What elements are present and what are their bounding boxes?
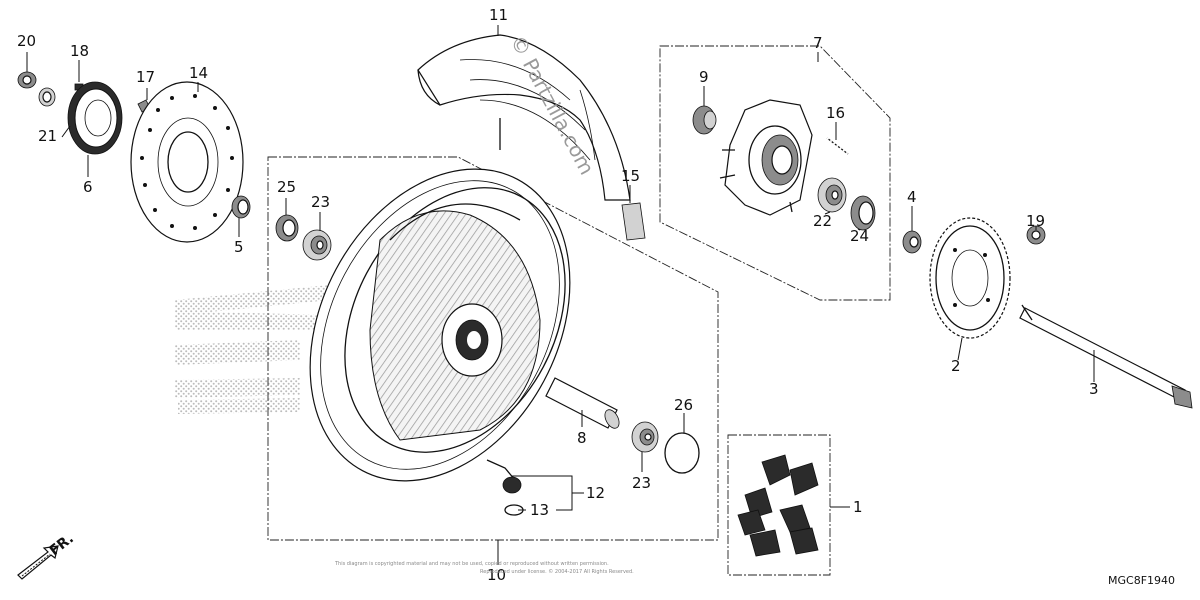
callout-8: 8 [577,429,587,447]
copyright-line-1: This diagram is copyrighted material and… [334,561,609,567]
label-part-15 [621,202,646,241]
callout-5: 5 [234,238,244,256]
callout-9: 9 [699,68,709,86]
callout-7: 7 [813,34,823,52]
callout-6: 6 [83,178,93,196]
callout-2: 2 [951,357,961,375]
brake-disc-part-14 [130,81,244,243]
bearing-part-23-left [302,229,332,261]
front-direction-arrow [17,545,59,580]
callout-4: 4 [907,188,917,206]
damper-rubbers-part-1 [737,454,819,557]
callout-17: 17 [136,68,155,86]
callout-14: 14 [189,64,208,82]
bushing-part-9 [692,105,717,135]
callout-19: 19 [1026,212,1045,230]
callout-1: 1 [853,498,863,516]
callout-labels: 20 18 17 14 21 6 5 25 23 11 15 7 9 16 22… [17,6,1099,584]
copyright-line-2: Reproduced under license. © 2004-2017 Al… [480,568,634,575]
oil-seal-part-25 [275,214,299,242]
damper-box [727,434,831,576]
o-ring-part-26 [664,432,700,474]
diagram-code: MGC8F1940 [1108,574,1175,587]
callout-10: 10 [487,566,506,584]
pulser-ring-part-6 [67,81,123,155]
callout-23-right: 23 [632,474,651,492]
callout-18: 18 [70,42,89,60]
callout-11: 11 [489,6,508,24]
callout-13: 13 [530,501,549,519]
callout-20: 20 [17,32,36,50]
sprocket-part-2 [929,217,1011,339]
collar-part-8 [545,377,620,429]
bearing-part-22 [817,177,847,213]
callout-22: 22 [813,212,832,230]
brand-logo-shadow [175,285,330,414]
rear-wheel-part-10 [309,168,571,482]
nut-part-4 [902,230,922,254]
valve-part-12 [486,459,522,494]
callout-24: 24 [850,227,869,245]
callout-23-left: 23 [311,193,330,211]
dust-seal-part-5 [231,195,251,219]
leader-lines [26,25,1095,565]
callout-3: 3 [1089,380,1099,398]
callout-15: 15 [621,167,640,185]
bearing-part-23-right [631,421,659,453]
nut-part-20 [17,71,37,89]
wheel-assembly-box [267,156,719,541]
oil-seal-part-24 [850,195,876,231]
callout-26: 26 [674,396,693,414]
callout-25: 25 [277,178,296,196]
washer-part-21 [38,87,56,107]
callout-21: 21 [38,127,57,145]
driven-flange-part-7 [719,99,813,216]
axle-part-3 [1019,304,1193,409]
hub-assembly-box [659,45,891,301]
callout-16: 16 [826,104,845,122]
stud-part-16 [826,137,849,155]
callout-12: 12 [586,484,605,502]
